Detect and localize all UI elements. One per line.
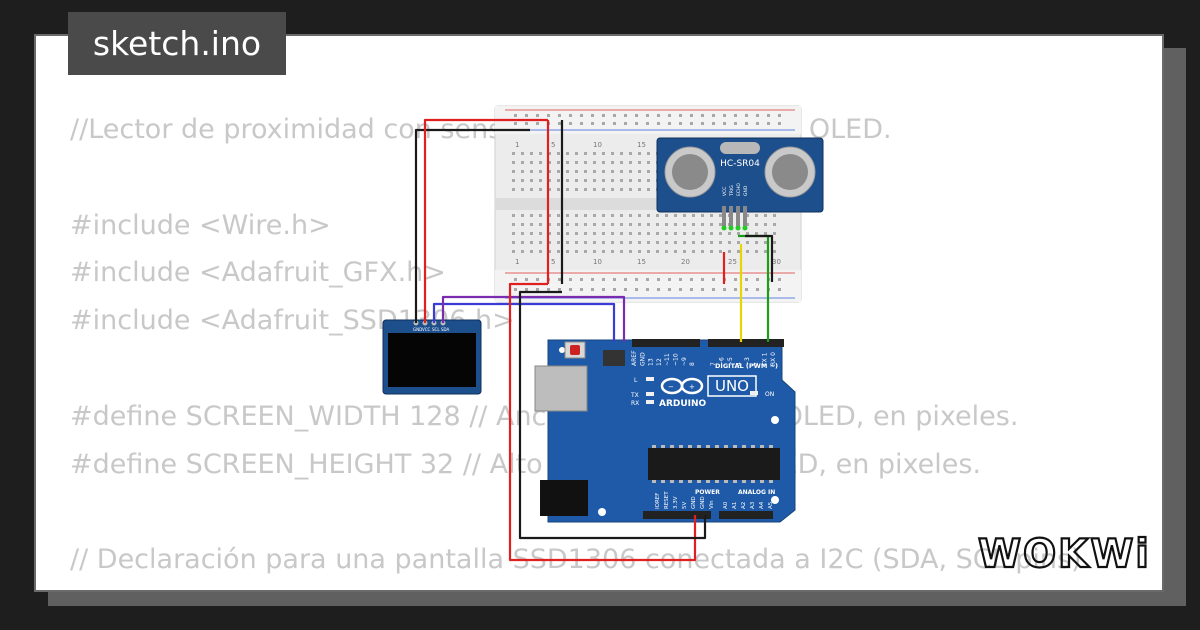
svg-text:10: 10 (593, 258, 602, 266)
svg-text:GND: GND (743, 185, 749, 196)
svg-text:TX: TX (630, 392, 639, 399)
svg-text:10: 10 (593, 141, 602, 149)
analog-pin-label: A2 (741, 502, 747, 509)
wire-purple-oled-sda (441, 295, 626, 342)
svg-text:+: + (689, 383, 695, 391)
power-pin-label: RESET (664, 491, 670, 509)
svg-text:SDA: SDA (441, 327, 450, 332)
svg-text:1: 1 (515, 258, 519, 266)
code-line: #include <Wire.h> (70, 209, 331, 241)
digital-pin-label: TX 1 (761, 352, 768, 367)
power-pin-label: GND (691, 496, 697, 509)
power-pin-label: 3.3V (673, 496, 679, 509)
svg-text:−: − (668, 383, 674, 391)
svg-text:ECHO: ECHO (736, 183, 742, 196)
power-pin-label: IOREF (655, 493, 661, 509)
svg-text:5: 5 (551, 258, 555, 266)
svg-text:30: 30 (772, 258, 781, 266)
svg-text:VCC: VCC (722, 187, 728, 196)
digital-pin-label: 4 (736, 362, 743, 366)
wire-black-oled-gnd (414, 128, 530, 323)
digital-pin-label: 13 (648, 358, 655, 366)
svg-text:L: L (634, 377, 638, 384)
svg-text:POWER: POWER (695, 489, 720, 496)
svg-text:5: 5 (551, 141, 555, 149)
power-pin-label: 5V (682, 502, 688, 509)
analog-pin-label: A4 (759, 501, 765, 509)
power-pin-label: Vin (709, 500, 715, 509)
svg-text:15: 15 (637, 258, 646, 266)
digital-header-label: DIGITAL (PWM ~) (715, 362, 778, 370)
wire-black-sensor-gnd (745, 234, 774, 282)
sensor-label: HC-SR04 (720, 159, 760, 169)
digital-pin-label: ~3 (744, 357, 751, 366)
svg-text:RX: RX (631, 400, 639, 407)
wire-black-arduino-gnd (518, 290, 707, 540)
wire-red-arduino-5v (508, 282, 697, 562)
svg-text:VCC: VCC (422, 327, 431, 332)
digital-pin-label: GND (639, 352, 646, 366)
digital-pin-label: ~6 (718, 357, 725, 366)
digital-pin-label: 2 (753, 362, 760, 366)
wire-blue-oled-scl (432, 302, 616, 342)
digital-pin-label: ~5 (727, 357, 734, 366)
svg-text:WOKWi: WOKWi (978, 532, 1150, 575)
digital-pin-label: ~9 (681, 357, 688, 366)
code-line: #include <Adafruit_GFX.h> (70, 257, 446, 289)
analog-pin-label: A0 (723, 501, 729, 509)
file-tab[interactable]: sketch.ino (68, 12, 286, 75)
analog-pin-label: A5 (768, 501, 774, 509)
board-brand-label: ARDUINO (659, 399, 707, 409)
wokwi-logo: WOKWi (977, 531, 1150, 575)
digital-pin-label: 12 (656, 358, 663, 366)
digital-pin-label: 7 (710, 362, 717, 366)
power-pin-label: GND (700, 496, 706, 509)
analog-pin-label: A1 (732, 502, 738, 509)
wires (414, 118, 774, 562)
svg-text:15: 15 (637, 141, 646, 149)
breadboard-column-numbers: 1 5 10 15 1 5 10 15 20 25 30 (515, 141, 781, 266)
digital-pin-label: ~10 (673, 353, 680, 366)
svg-text:TRIG: TRIG (729, 185, 735, 197)
svg-text:20: 20 (681, 258, 690, 266)
analog-pin-label: A3 (750, 501, 756, 509)
oled-display[interactable]: GND VCC SCL SDA (382, 319, 482, 395)
svg-text:GND: GND (413, 327, 422, 332)
board-model-label: UNO (715, 377, 749, 395)
digital-pin-label: RX 0 (770, 352, 777, 366)
svg-text:ANALOG IN: ANALOG IN (738, 489, 775, 496)
digital-pin-label: ~11 (664, 353, 671, 366)
digital-pin-label: AREF (631, 350, 638, 366)
svg-text:25: 25 (728, 258, 737, 266)
svg-text:SCL: SCL (432, 327, 440, 332)
svg-text:1: 1 (515, 141, 519, 149)
wire-red-oled-vcc (423, 118, 548, 323)
arduino-logo-icon: − + (660, 377, 704, 395)
svg-text:ON: ON (765, 391, 774, 398)
digital-pin-label: 8 (689, 362, 696, 366)
hc-sr04-sensor[interactable]: HC-SR04 VCC TRIG ECHO GND (656, 137, 824, 231)
